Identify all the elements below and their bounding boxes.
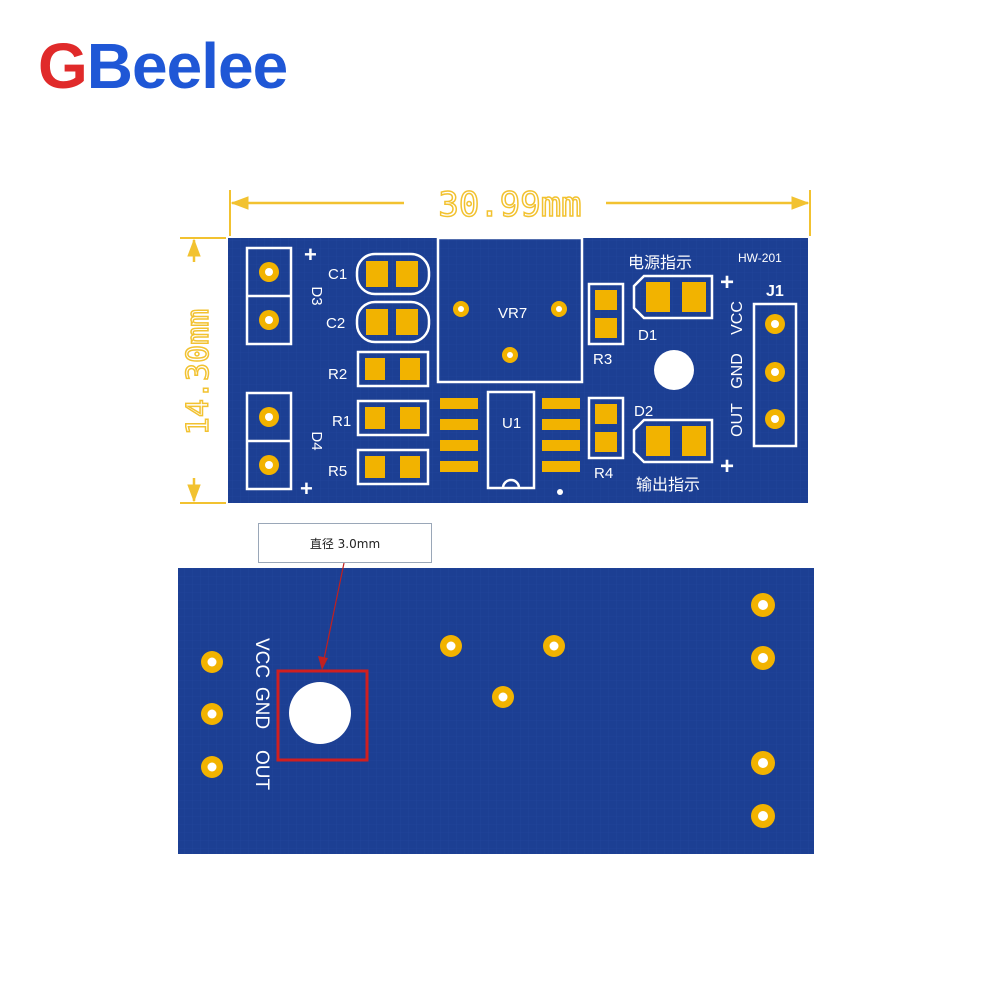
label-c2: C2 [326, 315, 345, 332]
r5-pads [356, 448, 430, 486]
r3-pads [587, 282, 625, 346]
label-d3: D3 [308, 286, 325, 305]
d1-pads [632, 274, 714, 320]
pcb-back: VCC GND OUT [178, 568, 814, 854]
label-model: HW-201 [738, 251, 782, 265]
label-vr7: VR7 [498, 305, 527, 322]
width-dimension [229, 190, 811, 236]
front-pin-vcc: VCC [729, 301, 746, 335]
callout-text: 直径 3.0mm [309, 536, 381, 551]
plus-d1: + [720, 269, 734, 296]
hole-highlight-box [276, 669, 369, 762]
label-r3: R3 [593, 351, 612, 368]
brand-logo: GBeelee [38, 34, 288, 98]
label-d4: D4 [308, 431, 325, 450]
label-u1: U1 [502, 415, 521, 432]
back-pin-vcc: VCC [251, 638, 272, 678]
label-c1: C1 [328, 266, 347, 283]
callout-arrow [318, 562, 345, 670]
back-pin-gnd: GND [251, 687, 272, 729]
label-r4: R4 [594, 465, 613, 482]
r4-pads [587, 396, 625, 460]
label-r1: R1 [332, 413, 351, 430]
j1-header [752, 302, 798, 448]
back-vr7-pads [440, 635, 565, 708]
back-pin-pads [201, 651, 223, 778]
plus-d3: + [304, 242, 317, 267]
label-r5: R5 [328, 463, 347, 480]
d4-pads [245, 391, 293, 491]
mounting-hole-front [654, 350, 694, 390]
width-dimension-label: 30.99mm [438, 185, 581, 225]
r2-pads [356, 350, 430, 388]
label-power-indicator: 电源指示 [628, 254, 692, 272]
d3-pads [245, 246, 293, 346]
c2-pads [355, 300, 431, 344]
back-pin-out: OUT [251, 750, 272, 791]
logo-letter-g: G [38, 30, 88, 102]
front-pin-out: OUT [729, 403, 746, 437]
c1-pads [355, 252, 431, 296]
u1-footprint [440, 390, 580, 495]
label-d2: D2 [634, 403, 653, 420]
logo-text: Beelee [86, 30, 288, 102]
back-led-pads [751, 593, 775, 828]
plus-d2: + [720, 453, 734, 480]
label-output-indicator: 输出指示 [636, 476, 700, 494]
height-dimension [180, 237, 226, 504]
label-j1: J1 [766, 283, 784, 300]
mounting-hole-back [289, 682, 351, 744]
plus-d4: + [300, 476, 313, 501]
d2-pads [632, 418, 714, 464]
r1-pads [356, 399, 430, 437]
pcb-front: D3 + D4 + C1 C2 [228, 236, 808, 503]
hole-diameter-callout: 直径 3.0mm [258, 523, 432, 563]
label-d1: D1 [638, 327, 657, 344]
vr7-footprint [436, 236, 584, 384]
height-dimension-label: 14.30mm [181, 309, 216, 435]
label-r2: R2 [328, 366, 347, 383]
front-pin-gnd: GND [729, 353, 746, 389]
